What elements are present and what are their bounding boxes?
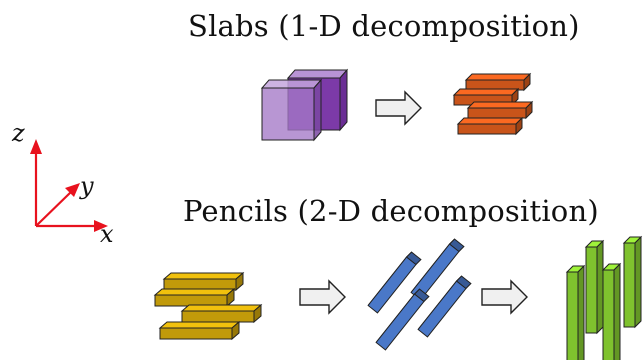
gold-pencil-1-top bbox=[162, 272, 245, 280]
gold-pencil-stack bbox=[153, 271, 263, 341]
back-block-side bbox=[339, 68, 348, 132]
process-arrow-1-icon bbox=[375, 90, 422, 126]
green-pencil-2-front bbox=[623, 242, 636, 328]
front-block-side bbox=[313, 78, 322, 142]
gold-pencil-3-front bbox=[181, 310, 255, 323]
green-pencil-4-front bbox=[602, 269, 615, 360]
z-axis-arrowhead bbox=[30, 139, 42, 154]
slabs-title: Slabs (1-D decomposition) bbox=[188, 9, 580, 43]
green-pencil-3-front bbox=[566, 271, 579, 360]
orange-slab-3-front bbox=[467, 107, 527, 119]
orange-slab-4 bbox=[456, 116, 524, 136]
green-pencil-4 bbox=[601, 262, 622, 360]
x-axis-arrowhead bbox=[94, 220, 108, 232]
orange-slab-4-front bbox=[457, 123, 517, 135]
green-pencil-2-side bbox=[634, 235, 642, 329]
coordinate-axes bbox=[30, 139, 108, 232]
blue-pencil-4-front bbox=[417, 280, 467, 338]
process-arrow-3-icon bbox=[481, 279, 528, 315]
gold-pencil-3 bbox=[180, 303, 263, 324]
green-pencil-1-front bbox=[585, 246, 598, 334]
blue-pencil-1 bbox=[367, 251, 422, 314]
gold-pencil-2-top bbox=[153, 288, 236, 296]
orange-slab-3-top bbox=[466, 101, 534, 109]
gold-pencil-4-front bbox=[159, 327, 233, 340]
gold-pencil-1 bbox=[162, 271, 245, 292]
green-pencil-1-side bbox=[596, 239, 604, 335]
orange-slab-1 bbox=[464, 72, 532, 92]
purple-slab-blocks bbox=[260, 68, 349, 142]
back-block-top bbox=[286, 69, 349, 79]
green-pencil-2 bbox=[622, 235, 643, 329]
axis-z-label: z bbox=[12, 119, 25, 147]
green-pencil-columns bbox=[565, 235, 643, 360]
gold-pencil-4-top bbox=[158, 321, 241, 329]
gold-pencil-1-front bbox=[163, 278, 237, 291]
axis-x-label: x bbox=[100, 220, 114, 248]
green-pencil-1 bbox=[584, 239, 605, 335]
green-pencil-4-side bbox=[613, 262, 621, 360]
gold-pencil-2-front bbox=[154, 294, 228, 307]
orange-slab-2-top bbox=[452, 88, 520, 96]
green-pencil-3 bbox=[565, 264, 586, 360]
axis-y-label: y bbox=[80, 172, 94, 200]
blue-pencil-1-front bbox=[367, 256, 417, 314]
gold-pencil-3-top bbox=[180, 304, 263, 312]
blue-pencil-4 bbox=[417, 275, 472, 338]
gold-pencil-4 bbox=[158, 320, 241, 341]
front-block-top bbox=[260, 79, 323, 89]
orange-slab-4-top bbox=[456, 117, 524, 125]
blue-pencil-2 bbox=[410, 238, 465, 301]
front-block-front bbox=[261, 87, 315, 141]
blue-pencil-grid bbox=[367, 238, 472, 351]
orange-slab-1-top bbox=[464, 73, 532, 81]
orange-slab-3 bbox=[466, 100, 534, 120]
pencils-title: Pencils (2-D decomposition) bbox=[183, 194, 599, 228]
y-axis-line bbox=[35, 190, 73, 227]
process-arrow-2-icon bbox=[299, 279, 346, 315]
blue-pencil-3 bbox=[375, 288, 430, 351]
blue-pencil-3-front bbox=[375, 293, 425, 351]
gold-pencil-2 bbox=[153, 287, 236, 308]
y-axis-arrowhead bbox=[65, 183, 80, 197]
orange-slab-1-front bbox=[465, 79, 525, 91]
orange-slab-stack bbox=[452, 72, 534, 136]
green-pencil-3-side bbox=[577, 264, 585, 360]
